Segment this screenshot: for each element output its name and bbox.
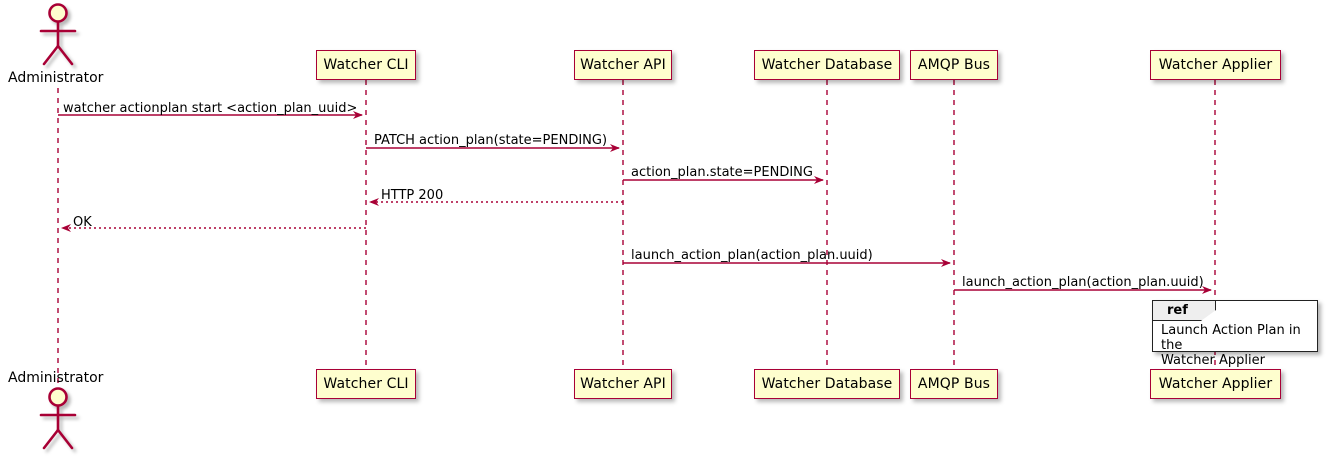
actor-label-administrator-bottom: Administrator — [8, 370, 104, 386]
participant-label: Watcher CLI — [323, 376, 409, 392]
message-label-6: launch_action_plan(action_plan.uuid) — [631, 248, 873, 263]
participant-watcher-cli-bottom[interactable]: Watcher CLI — [316, 369, 416, 399]
participant-amqp-bus-bottom[interactable]: AMQP Bus — [910, 369, 998, 399]
actor-administrator-bottom-figure — [39, 387, 77, 450]
participant-label: Watcher API — [580, 57, 666, 73]
message-label-7: launch_action_plan(action_plan.uuid) — [962, 275, 1204, 290]
message-label-4: HTTP 200 — [381, 188, 444, 203]
participant-label: AMQP Bus — [917, 57, 991, 73]
participant-watcher-cli-top[interactable]: Watcher CLI — [316, 50, 416, 80]
participant-label: Watcher CLI — [323, 57, 409, 73]
participant-watcher-api-top[interactable]: Watcher API — [574, 50, 672, 80]
participant-label: Watcher Database — [761, 57, 893, 73]
participant-label: Watcher API — [580, 376, 666, 392]
participant-label: Watcher Applier — [1158, 57, 1273, 73]
participant-amqp-bus-top[interactable]: AMQP Bus — [910, 50, 998, 80]
participant-watcher-database-bottom[interactable]: Watcher Database — [754, 369, 900, 399]
message-label-1: watcher actionplan start <action_plan_uu… — [63, 101, 358, 116]
ref-fragment-tab-label: ref — [1167, 303, 1188, 318]
ref-fragment-line-2: Watcher Applier — [1161, 353, 1265, 368]
ref-fragment-body: Launch Action Plan in the Watcher Applie… — [1161, 323, 1317, 368]
message-label-3: action_plan.state=PENDING — [631, 165, 813, 180]
actor-administrator-top-figure — [39, 3, 77, 66]
message-label-2: PATCH action_plan(state=PENDING) — [374, 133, 608, 148]
lifelines — [57, 80, 1216, 396]
participant-watcher-applier-bottom[interactable]: Watcher Applier — [1150, 369, 1281, 399]
participant-label: Watcher Applier — [1158, 376, 1273, 392]
participant-label: Watcher Database — [761, 376, 893, 392]
participant-watcher-api-bottom[interactable]: Watcher API — [574, 369, 672, 399]
participant-watcher-applier-top[interactable]: Watcher Applier — [1150, 50, 1281, 80]
participant-label: AMQP Bus — [917, 376, 991, 392]
message-arrows — [58, 111, 1212, 294]
actor-label-administrator-top: Administrator — [8, 70, 104, 86]
participant-watcher-database-top[interactable]: Watcher Database — [754, 50, 900, 80]
ref-fragment-line-1: Launch Action Plan in the — [1161, 323, 1301, 353]
ref-fragment-launch-action-plan[interactable]: ref Launch Action Plan in the Watcher Ap… — [1152, 300, 1318, 368]
message-label-5: OK — [73, 215, 92, 230]
